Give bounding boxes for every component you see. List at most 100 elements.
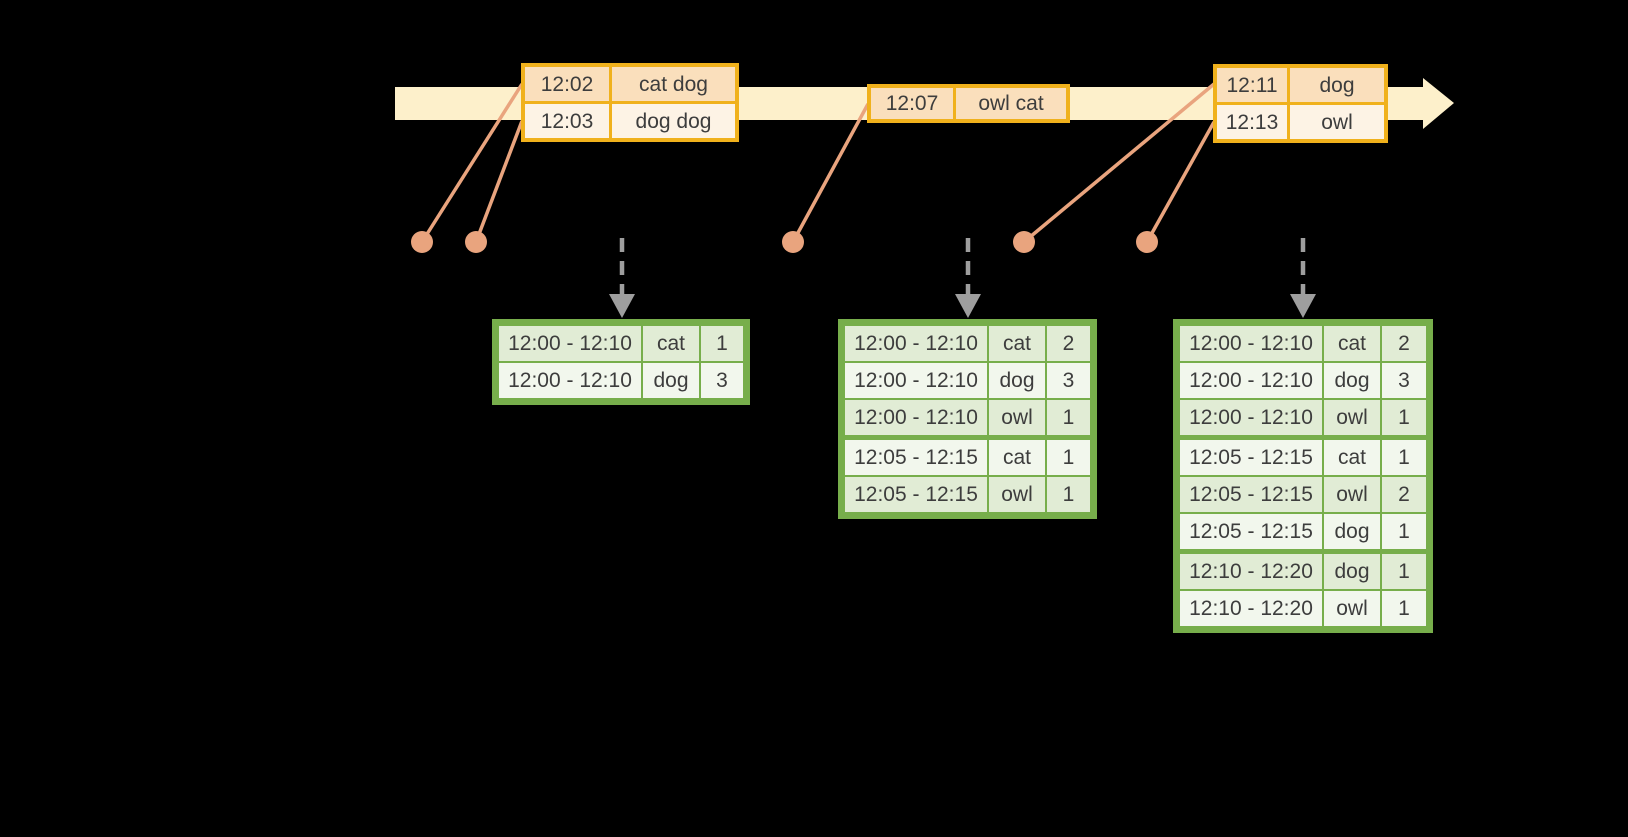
result-count-cell: 3 <box>1047 363 1090 398</box>
result-count-cell: 1 <box>1382 591 1426 626</box>
result-count-cell: 2 <box>1382 326 1426 361</box>
result-count-cell: 2 <box>1047 326 1090 361</box>
result-window-cell: 12:00 - 12:10 <box>499 363 641 398</box>
event-words-cell: dog dog <box>612 104 735 138</box>
result-count-cell: 1 <box>701 326 743 361</box>
event-dot-icon <box>1013 231 1035 253</box>
result-word-cell: cat <box>1324 440 1380 475</box>
result-window-cell: 12:05 - 12:15 <box>845 477 987 512</box>
event-time-cell: 12:03 <box>525 104 609 138</box>
event-words-cell: cat dog <box>612 67 735 101</box>
event-time-cell: 12:13 <box>1217 105 1287 139</box>
result-count-cell: 1 <box>1047 477 1090 512</box>
event-dot-icon <box>465 231 487 253</box>
event-time-cell: 12:02 <box>525 67 609 101</box>
result-window-cell: 12:05 - 12:15 <box>1180 514 1322 549</box>
result-window-cell: 12:05 - 12:15 <box>1180 440 1322 475</box>
result-count-cell: 2 <box>1382 477 1426 512</box>
result-count-cell: 1 <box>1382 554 1426 589</box>
event-dot-icon <box>1136 231 1158 253</box>
event-words-cell: dog <box>1290 68 1384 102</box>
result-window-cell: 12:00 - 12:10 <box>499 326 641 361</box>
result-word-cell: owl <box>1324 591 1380 626</box>
result-window-cell: 12:10 - 12:20 <box>1180 591 1322 626</box>
result-word-cell: dog <box>643 363 699 398</box>
event-words-cell: owl cat <box>956 88 1066 119</box>
result-word-cell: dog <box>1324 554 1380 589</box>
event-words-cell: owl <box>1290 105 1384 139</box>
event-connector-line <box>791 103 870 243</box>
result-count-cell: 3 <box>1382 363 1426 398</box>
trigger-arrow <box>609 238 635 318</box>
result-word-cell: cat <box>643 326 699 361</box>
result-word-cell: owl <box>989 400 1045 435</box>
result-window-cell: 12:10 - 12:20 <box>1180 554 1322 589</box>
result-word-cell: owl <box>1324 477 1380 512</box>
result-word-cell: owl <box>989 477 1045 512</box>
trigger-arrow-head-icon <box>609 294 635 318</box>
result-count-cell: 1 <box>1047 440 1090 475</box>
event-connector-line <box>420 83 524 243</box>
event-dots <box>411 231 1158 253</box>
event-dot-icon <box>782 231 804 253</box>
result-window-cell: 12:00 - 12:10 <box>845 400 987 435</box>
event-connector-line <box>1022 82 1216 244</box>
result-word-cell: dog <box>1324 514 1380 549</box>
result-window-cell: 12:05 - 12:15 <box>845 440 987 475</box>
result-word-cell: dog <box>1324 363 1380 398</box>
event-time-cell: 12:07 <box>871 88 953 119</box>
result-count-cell: 1 <box>1382 440 1426 475</box>
result-word-cell: cat <box>1324 326 1380 361</box>
result-count-cell: 1 <box>1382 514 1426 549</box>
trigger-arrow <box>955 238 981 318</box>
timeline-arrowhead-icon <box>1423 78 1454 129</box>
result-word-cell: cat <box>989 326 1045 361</box>
result-count-cell: 1 <box>1047 400 1090 435</box>
result-word-cell: cat <box>989 440 1045 475</box>
result-window-cell: 12:00 - 12:10 <box>1180 326 1322 361</box>
event-connector-line <box>474 120 524 243</box>
trigger-arrow-head-icon <box>955 294 981 318</box>
result-window-cell: 12:00 - 12:10 <box>1180 400 1322 435</box>
result-count-cell: 1 <box>1382 400 1426 435</box>
event-dot-icon <box>411 231 433 253</box>
event-connector-lines <box>420 82 1216 244</box>
event-connector-line <box>1145 121 1216 243</box>
trigger-arrow-head-icon <box>1290 294 1316 318</box>
result-count-cell: 3 <box>701 363 743 398</box>
result-word-cell: owl <box>1324 400 1380 435</box>
result-window-cell: 12:05 - 12:15 <box>1180 477 1322 512</box>
result-window-cell: 12:00 - 12:10 <box>845 326 987 361</box>
result-window-cell: 12:00 - 12:10 <box>845 363 987 398</box>
trigger-arrow <box>1290 238 1316 318</box>
result-window-cell: 12:00 - 12:10 <box>1180 363 1322 398</box>
event-time-cell: 12:11 <box>1217 68 1287 102</box>
result-word-cell: dog <box>989 363 1045 398</box>
